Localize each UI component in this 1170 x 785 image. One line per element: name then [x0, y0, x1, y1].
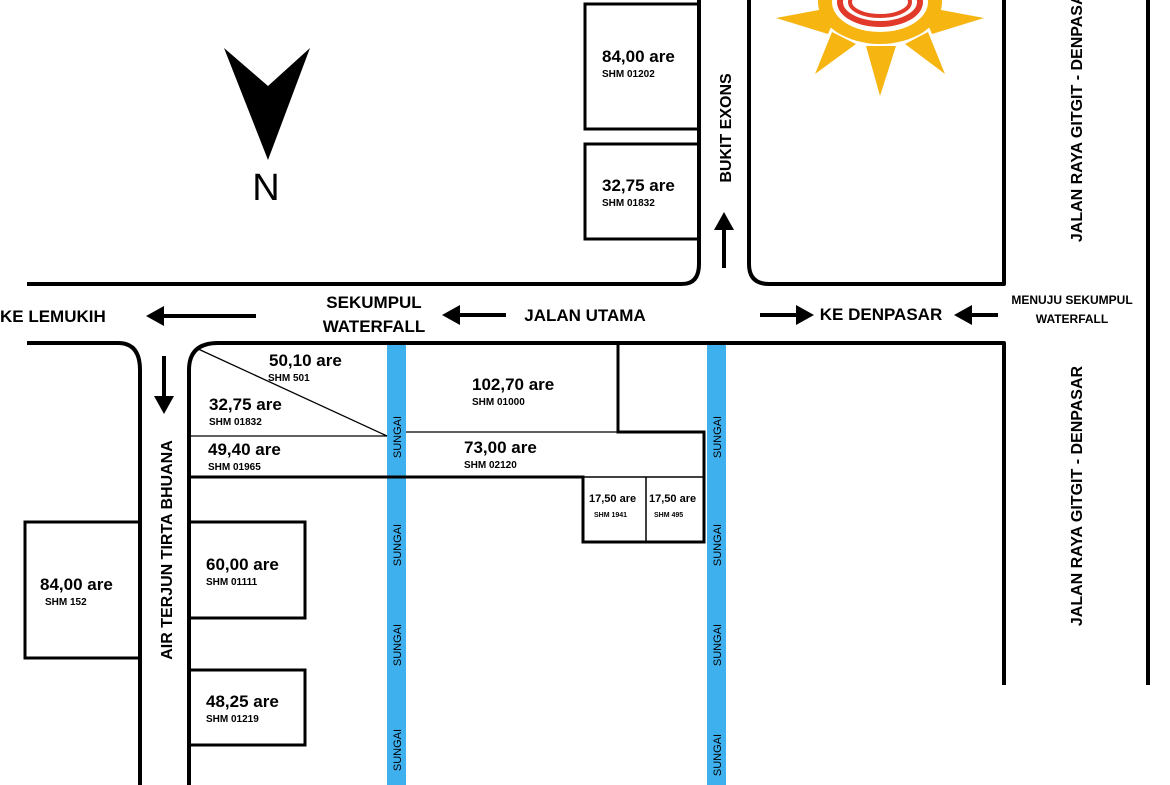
plot-shm: SHM 01202	[602, 69, 655, 80]
plot-area: 17,50 are	[649, 493, 696, 505]
road-label-sekumpul-line1: SEKUMPUL	[326, 293, 421, 312]
road-label-ke-lemukih: KE LEMUKIH	[0, 307, 106, 326]
road-label-menuju-line1: MENUJU SEKUMPUL	[1011, 293, 1132, 307]
river-label: SUNGAI	[712, 416, 724, 458]
road-label-bukit-exons: BUKIT EXONS	[718, 73, 735, 183]
road-label-air-terjun: AIR TERJUN TIRTA BHUANA	[159, 440, 176, 660]
plot-thin-lines	[189, 347, 618, 437]
plot-shm: SHM 501	[268, 373, 310, 384]
road-label-sekumpul-line2: WATERFALL	[323, 317, 426, 336]
road-label-jalan-utama: JALAN UTAMA	[524, 306, 646, 325]
plot-shm: SHM 01111	[206, 577, 258, 588]
plot-shm: SHM 01832	[602, 198, 655, 209]
plot-shm: SHM 01832	[209, 417, 262, 428]
road-label-jalan-raya-top: JALAN RAYA GITGIT - DENPASAR	[1069, 0, 1086, 242]
plot-shm: SHM 02120	[464, 460, 517, 471]
plot-lines	[23, 2, 706, 747]
plot-area: 60,00 are	[206, 555, 279, 574]
plot-area: 73,00 are	[464, 438, 537, 457]
north-label: N	[252, 167, 279, 209]
plot-labels: 84,00 are SHM 01202 32,75 are SHM 01832 …	[40, 47, 696, 725]
river-left	[387, 343, 406, 785]
plot-area: 49,40 are	[208, 440, 281, 459]
plot-area: 84,00 are	[602, 47, 675, 66]
river-label: SUNGAI	[392, 624, 404, 666]
river-right	[707, 343, 726, 785]
road-label-menuju-line2: WATERFALL	[1036, 312, 1108, 326]
direction-arrows	[146, 212, 998, 414]
north-arrow-icon	[224, 48, 310, 160]
plot-shm: SHM 495	[654, 512, 683, 519]
plot-area: 102,70 are	[472, 375, 554, 394]
plot-area: 84,00 are	[40, 575, 113, 594]
plot-area: 50,10 are	[269, 351, 342, 370]
road-label-ke-denpasar: KE DENPASAR	[820, 305, 942, 324]
sun-logo	[776, 0, 984, 96]
river-label: SUNGAI	[392, 416, 404, 458]
plot-shm: SHM 1941	[594, 512, 627, 519]
river-label: SUNGAI	[392, 524, 404, 566]
plot-area: 48,25 are	[206, 692, 279, 711]
road-label-jalan-raya-bottom: JALAN RAYA GITGIT - DENPASAR	[1069, 365, 1086, 626]
plot-shm: SHM 01000	[472, 397, 525, 408]
river-label: SUNGAI	[712, 734, 724, 776]
plot-shm: SHM 01965	[208, 462, 261, 473]
plot-area: 32,75 are	[602, 176, 675, 195]
plot-area: 17,50 are	[589, 493, 636, 505]
river-label: SUNGAI	[392, 729, 404, 771]
plot-area: 32,75 are	[209, 395, 282, 414]
river-labels: SUNGAI SUNGAI SUNGAI SUNGAI SUNGAI SUNGA…	[392, 416, 724, 776]
plot-shm: SHM 01219	[206, 714, 259, 725]
river-label: SUNGAI	[712, 524, 724, 566]
river-label: SUNGAI	[712, 624, 724, 666]
plot-shm: SHM 152	[45, 597, 87, 608]
road-lines	[27, 0, 1150, 785]
